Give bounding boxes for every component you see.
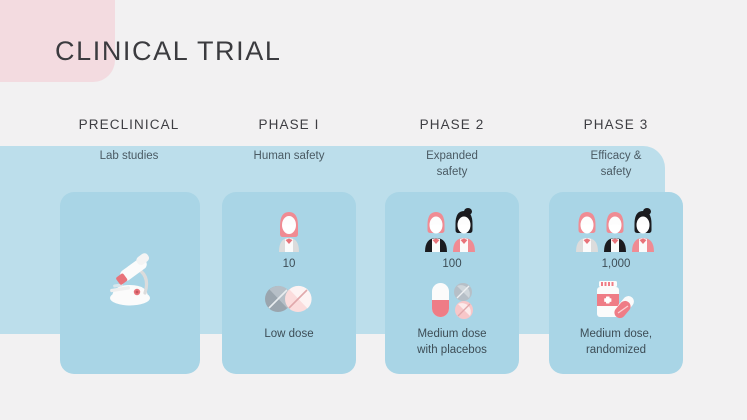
phase-card-phase-3[interactable]: 1,000 Medium dose, <box>549 192 683 374</box>
two-tablets-icon <box>222 282 356 316</box>
column-subtitle-preclinical: Lab studies <box>99 150 159 162</box>
phase-card-preclinical[interactable] <box>60 192 200 374</box>
phase-card-phase-1[interactable]: 10 Low dose <box>222 192 356 374</box>
column-subtitle-phase-2-line2: safety <box>436 166 468 178</box>
column-subtitle-phase-2-line1: Expanded <box>426 150 478 162</box>
column-heading-phase-3: PHASE 3 <box>583 117 649 132</box>
participant-count-phase-2: 100 <box>442 258 462 270</box>
dose-label-phase-2-line1: Medium dose <box>417 328 487 340</box>
participant-count-phase-1: 10 <box>282 258 296 270</box>
dose-label-phase-1: Low dose <box>264 328 314 340</box>
people-2-icon <box>385 208 519 252</box>
phase-card-phase-2[interactable]: 100 Medium dose with placebos <box>385 192 519 374</box>
people-1-icon <box>222 208 356 252</box>
page-title: CLINICAL TRIAL <box>55 36 282 66</box>
dose-label-phase-2: Medium dose with placebos <box>385 326 519 358</box>
dose-label-phase-3-line2: randomized <box>585 344 647 356</box>
column-subtitle-phase-3-line1: Efficacy & <box>590 150 642 162</box>
dose-label-phase-3: Medium dose, randomized <box>549 326 683 358</box>
column-heading-phase-1: PHASE I <box>258 117 320 132</box>
microscope-icon <box>60 247 200 313</box>
column-subtitle-phase-3: Efficacy & safety <box>549 148 683 180</box>
column-heading-phase-2: PHASE 2 <box>419 117 485 132</box>
dose-label-phase-3-line1: Medium dose, <box>579 328 653 340</box>
people-3-icon <box>549 208 683 252</box>
column-subtitle-phase-2: Expanded safety <box>385 148 519 180</box>
column-subtitle-phase-3-line2: safety <box>600 166 632 178</box>
column-subtitle-phase-1: Human safety <box>253 150 325 162</box>
pink-accent-block <box>0 0 115 82</box>
medicine-bottle-icon <box>549 280 683 320</box>
dose-label-phase-2-line2: with placebos <box>417 344 487 356</box>
capsule-and-tablets-icon <box>385 280 519 320</box>
participant-count-phase-3: 1,000 <box>601 258 631 270</box>
column-heading-preclinical: PRECLINICAL <box>78 117 180 132</box>
